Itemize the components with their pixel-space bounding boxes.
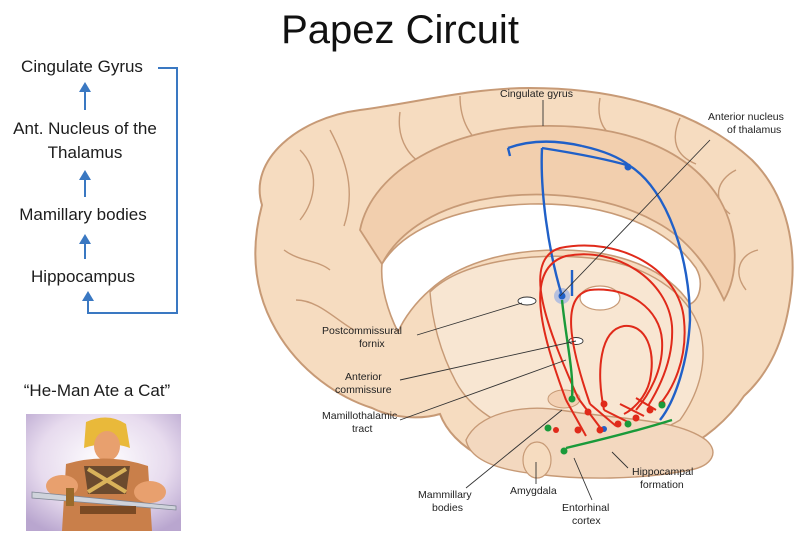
label-mamillothalamic: Mamillothalamic <box>322 410 397 422</box>
step-hippocampus: Hippocampus <box>31 267 135 286</box>
label-anterior-commissure-2: commissure <box>335 384 392 396</box>
up-arrow-icon <box>79 82 91 110</box>
mnemonic-text: “He-Man Ate a Cat” <box>23 381 171 400</box>
diencephalon-region <box>429 255 704 444</box>
up-arrow-icon <box>79 234 91 259</box>
step-cingulate-gyrus: Cingulate Gyrus <box>21 57 143 76</box>
label-cingulate-gyrus: Cingulate gyrus <box>500 88 573 100</box>
label-hippocampal: Hippocampal <box>632 466 693 478</box>
step-anterior-nucleus: Ant. Nucleus of the Thalamus <box>13 119 157 162</box>
step-mamillary-bodies: Mamillary bodies <box>19 205 147 224</box>
label-anterior-commissure: Anterior <box>345 371 382 383</box>
up-arrow-icon <box>79 170 91 197</box>
green-pathways <box>560 299 673 450</box>
leader-lines <box>399 100 711 501</box>
red-pathways <box>539 244 686 437</box>
label-postcommissural-2: fornix <box>359 338 385 350</box>
he-man-illustration <box>26 414 181 531</box>
label-mammillary-2: bodies <box>432 502 463 514</box>
label-mamillothalamic-2: tract <box>352 423 373 435</box>
label-mammillary: Mammillary <box>418 489 472 501</box>
label-anterior-nucleus: Anterior nucleus <box>708 111 784 123</box>
corpus-callosum <box>380 203 702 334</box>
gyral-folds <box>283 95 759 331</box>
label-entorhinal: Entorhinal <box>562 502 609 514</box>
label-hippocampal-2: formation <box>640 479 684 491</box>
label-amygdala: Amygdala <box>510 485 557 497</box>
cingulate-gyrus-region <box>359 125 736 302</box>
label-anterior-nucleus-2: of thalamus <box>727 124 781 136</box>
green-terminal-dots <box>544 395 666 455</box>
label-entorhinal-2: cortex <box>572 515 601 527</box>
slide-title: Papez Circuit <box>281 8 519 52</box>
loop-arrow-icon <box>82 67 178 314</box>
label-postcommissural: Postcommissural <box>322 325 402 337</box>
